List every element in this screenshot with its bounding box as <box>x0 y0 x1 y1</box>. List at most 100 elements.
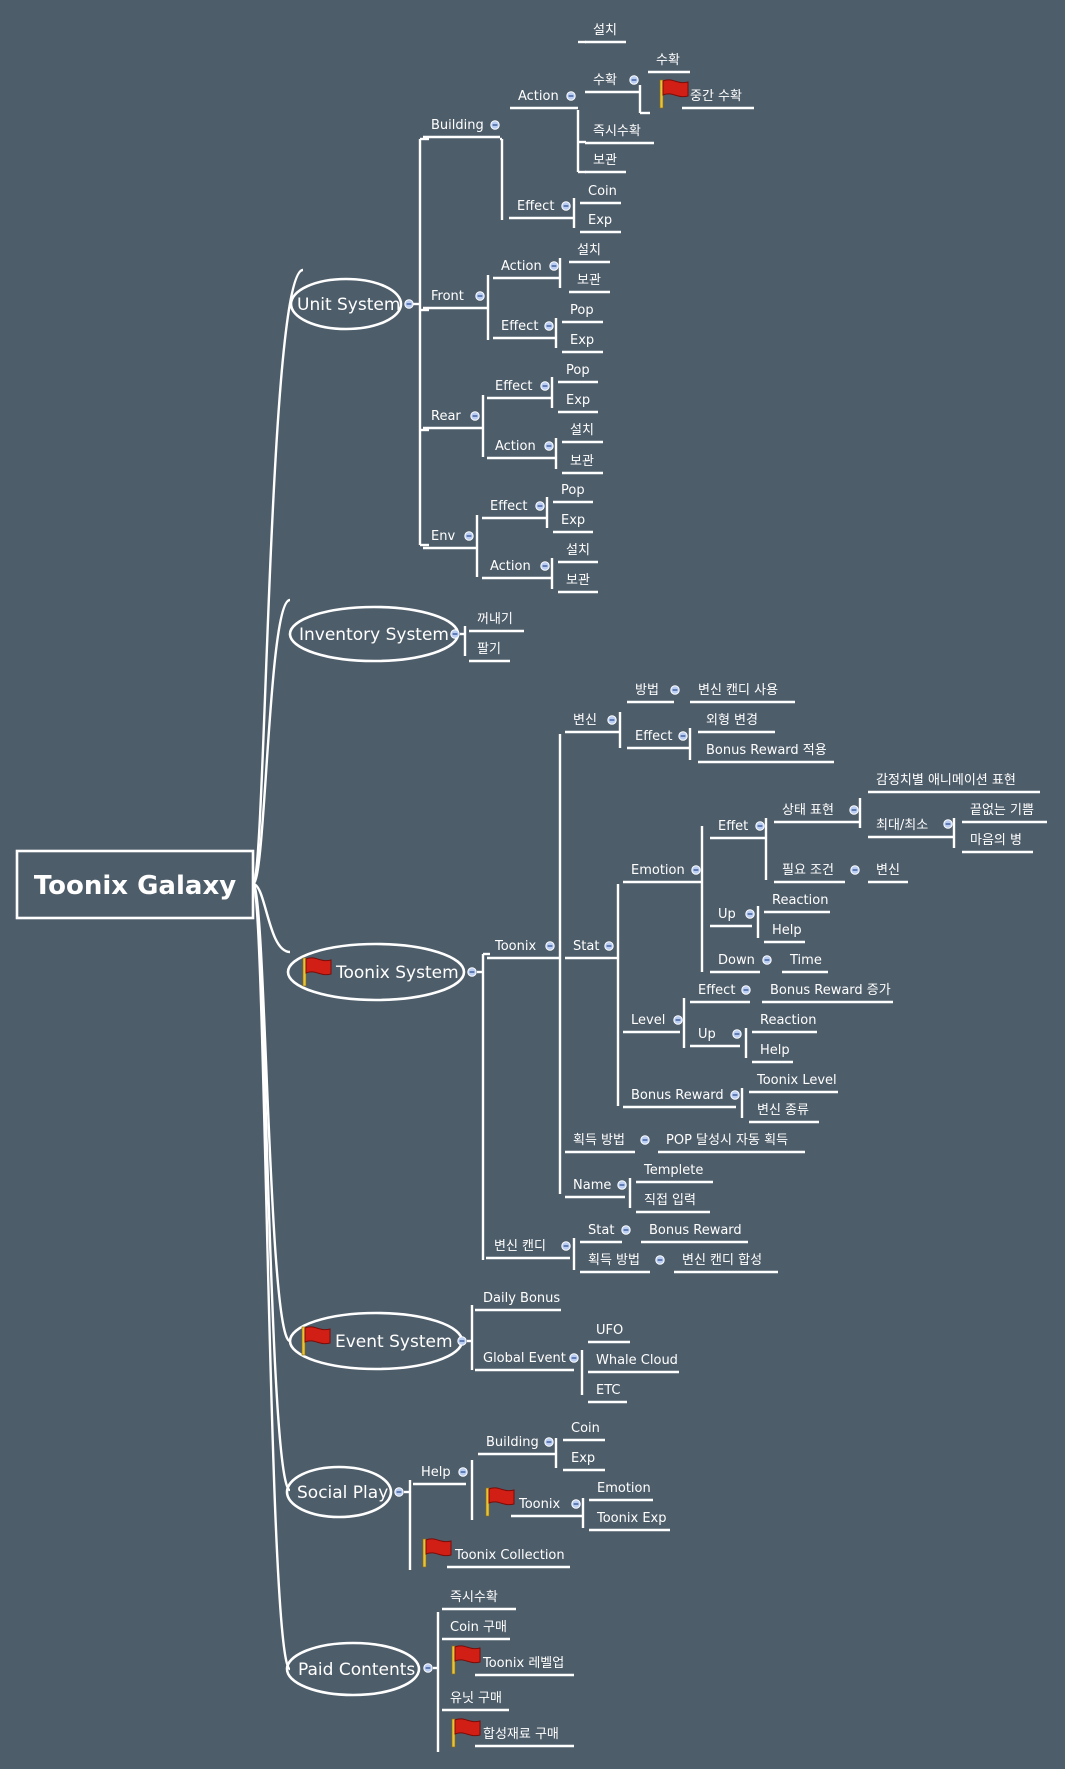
collapse-dot-icon[interactable] <box>540 561 550 571</box>
node-branches-social-help-label[interactable]: Help <box>421 1465 451 1480</box>
node-branches-toonix-toonix-transform-method-label[interactable]: 방법 <box>635 683 659 698</box>
collapse-dot-icon[interactable] <box>943 819 953 829</box>
node-branches-unit-front-action-label[interactable]: Action <box>501 259 542 274</box>
node-branches-toonix-candy-label[interactable]: 변신 캔디 <box>494 1239 546 1254</box>
collapse-dot-icon[interactable] <box>561 1241 571 1251</box>
node-branches-unit-building-action-store[interactable]: 보관 <box>593 153 617 168</box>
node-branches-unit-front-label[interactable]: Front <box>431 289 464 304</box>
node-branches-unit-env-action-label[interactable]: Action <box>490 559 531 574</box>
node-branches-unit-rear-action-label[interactable]: Action <box>495 439 536 454</box>
node-branches-unit-env-action-install[interactable]: 설치 <box>566 543 590 558</box>
node-branches-social-help-building-exp[interactable]: Exp <box>571 1451 595 1466</box>
collapse-dot-icon[interactable] <box>549 261 559 271</box>
node-branches-toonix-toonix-stat-level-effect-value[interactable]: Bonus Reward 증가 <box>770 983 891 998</box>
node-branches-toonix-toonix-transform-method-value[interactable]: 변신 캔디 사용 <box>698 683 778 698</box>
collapse-dot-icon[interactable] <box>849 805 859 815</box>
node-branches-paid-coin[interactable]: Coin 구매 <box>450 1620 507 1635</box>
node-branches-social-help-building-label[interactable]: Building <box>486 1435 539 1450</box>
node-branches-toonix-toonix-stat-emotion-effet-need-label[interactable]: 필요 조건 <box>782 863 834 878</box>
node-branches-social-help-toonix-emotion[interactable]: Emotion <box>597 1481 651 1496</box>
node-branches-toonix-toonix-stat-level-up-reaction[interactable]: Reaction <box>760 1013 816 1028</box>
collapse-dot-icon[interactable] <box>394 1487 404 1497</box>
collapse-dot-icon[interactable] <box>755 821 765 831</box>
node-branches-toonix-toonix-stat-emotion-up-help[interactable]: Help <box>772 923 802 938</box>
node-branches-unit-building-action-install[interactable]: 설치 <box>593 23 617 38</box>
node-branches-toonix-toonix-stat-bonus-kind[interactable]: 변신 종류 <box>757 1103 809 1118</box>
node-branches-toonix-toonix-label[interactable]: Toonix <box>494 939 536 954</box>
node-branches-social-help-toonix-label[interactable]: Toonix <box>518 1497 560 1512</box>
node-branches-toonix-toonix-name-label[interactable]: Name <box>573 1178 611 1193</box>
node-branches-toonix-toonix-stat-emotion-effet-need-value[interactable]: 변신 <box>876 863 900 878</box>
node-branches-toonix-toonix-name-template[interactable]: Templete <box>643 1163 703 1178</box>
collapse-dot-icon[interactable] <box>544 321 554 331</box>
node-branches-unit-building-effect-coin[interactable]: Coin <box>588 184 617 199</box>
collapse-dot-icon[interactable] <box>470 411 480 421</box>
collapse-dot-icon[interactable] <box>571 1499 581 1509</box>
node-branches-toonix-toonix-name-input[interactable]: 직접 입력 <box>644 1193 696 1208</box>
node-branches-unit-rear-effect-pop[interactable]: Pop <box>566 363 590 378</box>
main-topic-branches-inventory-label[interactable]: Inventory System <box>288 605 460 663</box>
node-branches-toonix-toonix-stat-emotion-down-label[interactable]: Down <box>718 953 755 968</box>
node-branches-paid-unit[interactable]: 유닛 구매 <box>450 1691 502 1706</box>
collapse-dot-icon[interactable] <box>670 685 680 695</box>
collapse-dot-icon[interactable] <box>569 1353 579 1363</box>
node-branches-toonix-toonix-stat-emotion-up-label[interactable]: Up <box>718 907 736 922</box>
node-branches-social-help-toonix-exp[interactable]: Toonix Exp <box>596 1511 666 1526</box>
node-branches-toonix-toonix-stat-level-effect-label[interactable]: Effect <box>698 983 735 998</box>
collapse-dot-icon[interactable] <box>561 201 571 211</box>
node-branches-unit-building-label[interactable]: Building <box>431 118 484 133</box>
node-branches-event-global-etc[interactable]: ETC <box>596 1383 620 1398</box>
collapse-dot-icon[interactable] <box>621 1225 631 1235</box>
node-branches-toonix-candy-stat-label[interactable]: Stat <box>588 1223 614 1238</box>
node-branches-unit-building-effect-exp[interactable]: Exp <box>588 213 612 228</box>
collapse-dot-icon[interactable] <box>545 941 555 951</box>
node-branches-inventory-sell[interactable]: 팔기 <box>477 642 501 657</box>
node-branches-unit-rear-action-install[interactable]: 설치 <box>570 423 594 438</box>
node-branches-toonix-toonix-stat-level-up-label[interactable]: Up <box>698 1027 716 1042</box>
node-branches-unit-front-action-store[interactable]: 보관 <box>577 273 601 288</box>
node-branches-toonix-candy-stat-value[interactable]: Bonus Reward <box>649 1223 742 1238</box>
node-branches-inventory-takeout[interactable]: 꺼내기 <box>477 612 513 627</box>
collapse-dot-icon[interactable] <box>566 91 576 101</box>
collapse-dot-icon[interactable] <box>640 1135 650 1145</box>
node-branches-event-daily[interactable]: Daily Bonus <box>483 1291 560 1306</box>
node-branches-unit-env-effect-pop[interactable]: Pop <box>561 483 585 498</box>
collapse-dot-icon[interactable] <box>458 1467 468 1477</box>
main-topic-branches-unit-label[interactable]: Unit System <box>289 277 403 331</box>
collapse-dot-icon[interactable] <box>607 715 617 725</box>
node-branches-unit-env-effect-label[interactable]: Effect <box>490 499 527 514</box>
node-branches-unit-rear-effect-label[interactable]: Effect <box>495 379 532 394</box>
node-branches-unit-building-action-harvest-label[interactable]: 수확 <box>593 73 617 88</box>
node-branches-toonix-toonix-stat-level-label[interactable]: Level <box>631 1013 665 1028</box>
node-branches-unit-building-action-harvest-mid[interactable]: 중간 수확 <box>690 89 742 104</box>
node-branches-unit-front-effect-pop[interactable]: Pop <box>570 303 594 318</box>
node-branches-toonix-candy-acquire-value[interactable]: 변신 캔디 합성 <box>682 1253 762 1268</box>
collapse-dot-icon[interactable] <box>762 955 772 965</box>
collapse-dot-icon[interactable] <box>691 865 701 875</box>
node-branches-toonix-toonix-stat-emotion-effet-state-maxmin-joy[interactable]: 끝없는 기쁨 <box>970 803 1034 818</box>
node-branches-event-global-ufo[interactable]: UFO <box>596 1323 623 1338</box>
node-branches-toonix-toonix-stat-label[interactable]: Stat <box>573 939 599 954</box>
collapse-dot-icon[interactable] <box>423 1663 433 1673</box>
collapse-dot-icon[interactable] <box>544 441 554 451</box>
collapse-dot-icon[interactable] <box>467 967 477 977</box>
node-branches-social-collection[interactable]: Toonix Collection <box>454 1548 565 1563</box>
collapse-dot-icon[interactable] <box>457 1336 467 1346</box>
node-branches-toonix-toonix-acquire-value[interactable]: POP 달성시 자동 획득 <box>666 1133 788 1148</box>
collapse-dot-icon[interactable] <box>617 1180 627 1190</box>
node-branches-unit-building-action-instant[interactable]: 즉시수확 <box>593 124 641 139</box>
node-branches-toonix-toonix-transform-effect-label[interactable]: Effect <box>635 729 672 744</box>
node-branches-unit-building-effect-label[interactable]: Effect <box>517 199 554 214</box>
main-topic-branches-toonix-label[interactable]: Toonix System <box>286 942 466 1002</box>
collapse-dot-icon[interactable] <box>850 865 860 875</box>
node-branches-toonix-toonix-stat-emotion-up-reaction[interactable]: Reaction <box>772 893 828 908</box>
collapse-dot-icon[interactable] <box>741 985 751 995</box>
node-branches-unit-env-label[interactable]: Env <box>431 529 455 544</box>
node-branches-unit-building-action-harvest-child[interactable]: 수확 <box>656 53 680 68</box>
node-branches-unit-front-effect-label[interactable]: Effect <box>501 319 538 334</box>
node-branches-toonix-toonix-transform-label[interactable]: 변신 <box>573 713 597 728</box>
node-branches-toonix-toonix-stat-emotion-effet-state-anim[interactable]: 감정치별 애니메이션 표현 <box>876 773 1016 788</box>
collapse-dot-icon[interactable] <box>730 1090 740 1100</box>
node-branches-toonix-toonix-stat-emotion-effet-label[interactable]: Effet <box>718 819 748 834</box>
node-branches-paid-level[interactable]: Toonix 레벨업 <box>482 1656 564 1671</box>
